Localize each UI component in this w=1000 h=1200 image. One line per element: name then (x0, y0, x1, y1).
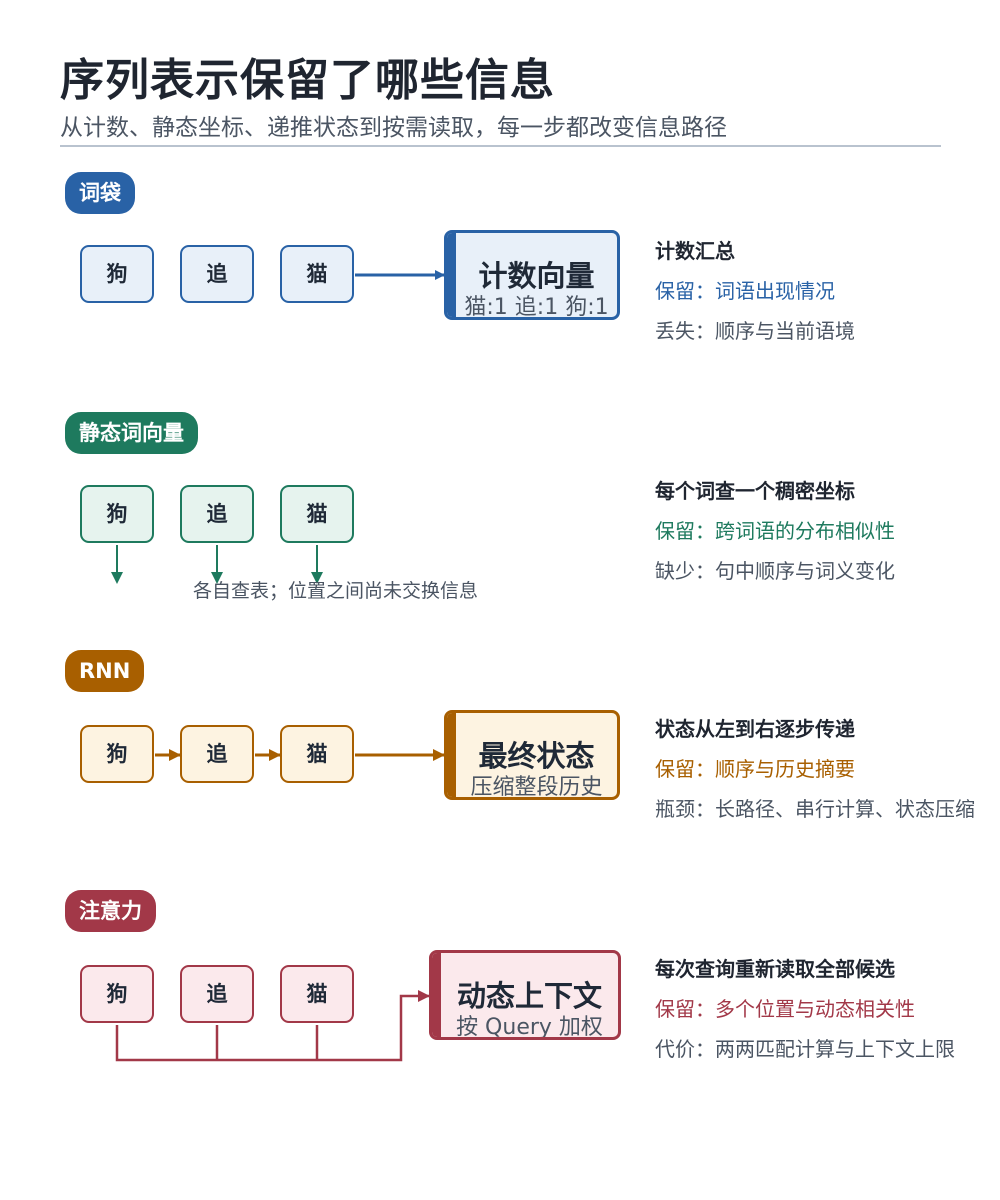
description-lose: 瓶颈：长路径、串行计算、状态压缩 (655, 797, 975, 821)
page-subtitle: 从计数、静态坐标、递推状态到按需读取，每一步都改变信息路径 (60, 115, 727, 141)
description-heading: 每次查询重新读取全部候选 (655, 957, 895, 981)
target-subtitle: 压缩整段历史 (470, 775, 603, 800)
accent-bar (447, 713, 456, 797)
target-subtitle: 猫:1 追:1 狗:1 (464, 295, 609, 320)
lookup-note: 各自查表；位置之间尚未交换信息 (193, 580, 479, 602)
description-keep: 保留：跨词语的分布相似性 (655, 519, 895, 543)
token-dog: 狗 (80, 485, 154, 543)
token-chase: 追 (180, 965, 254, 1023)
description-lose: 缺少：句中顺序与词义变化 (655, 559, 895, 583)
token-cat: 猫 (280, 485, 354, 543)
section-static-embeddings: 静态词向量 狗 追 猫 每个词查一个稠密坐标 保留：跨词语的分布相似性 缺少：句… (0, 412, 1000, 642)
page-title: 序列表示保留了哪些信息 (60, 55, 555, 106)
token-chase: 追 (180, 725, 254, 783)
token-dog: 狗 (80, 965, 154, 1023)
token-dog: 狗 (80, 245, 154, 303)
section-attention: 注意力 狗 追 猫 动态上下文 按 Query 加权 每次查询重新读取全部候选 … (0, 890, 1000, 1120)
section-label: 注意力 (65, 890, 156, 932)
section-label: 词袋 (65, 172, 135, 214)
title-divider (60, 145, 941, 147)
dynamic-context-box: 动态上下文 按 Query 加权 (429, 950, 621, 1040)
description-keep: 保留：词语出现情况 (655, 279, 835, 303)
token-cat: 猫 (280, 725, 354, 783)
token-dog: 狗 (80, 725, 154, 783)
description-lose: 丢失：顺序与当前语境 (655, 319, 855, 343)
target-title: 最终状态 (478, 739, 595, 773)
token-chase: 追 (180, 485, 254, 543)
accent-bar (447, 233, 456, 317)
section-label: RNN (65, 650, 145, 692)
target-subtitle: 按 Query 加权 (456, 1015, 603, 1040)
section-rnn: RNN 狗 追 猫 最终状态 压缩整段历史 状态从左到右逐步传递 保留：顺序与历… (0, 650, 1000, 880)
description-heading: 每个词查一个稠密坐标 (655, 479, 855, 503)
section-label: 静态词向量 (65, 412, 198, 454)
target-title: 计数向量 (478, 259, 595, 293)
target-title: 动态上下文 (456, 979, 602, 1013)
attention-connector (115, 990, 430, 1062)
accent-bar (432, 953, 441, 1037)
description-heading: 计数汇总 (655, 239, 735, 263)
description-keep: 保留：顺序与历史摘要 (655, 757, 855, 781)
description-heading: 状态从左到右逐步传递 (655, 717, 855, 741)
section-bag-of-words: 词袋 狗 追 猫 计数向量 猫:1 追:1 狗:1 计数汇总 保留：词语出现情况… (0, 172, 1000, 402)
token-cat: 猫 (280, 245, 354, 303)
token-cat: 猫 (280, 965, 354, 1023)
final-state-box: 最终状态 压缩整段历史 (444, 710, 620, 800)
count-vector-box: 计数向量 猫:1 追:1 狗:1 (444, 230, 620, 320)
description-lose: 代价：两两匹配计算与上下文上限 (655, 1037, 955, 1061)
description-keep: 保留：多个位置与动态相关性 (655, 997, 915, 1021)
token-chase: 追 (180, 245, 254, 303)
